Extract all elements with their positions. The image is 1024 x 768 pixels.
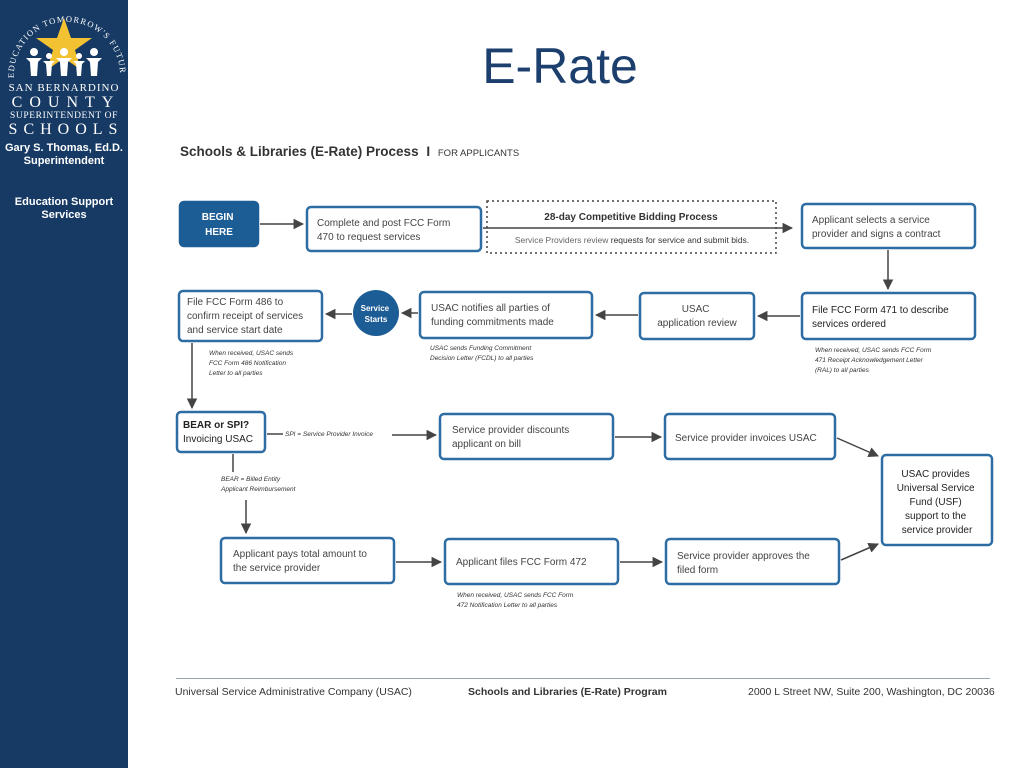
form-470-box: [305, 205, 483, 253]
form-486-box: [177, 289, 324, 343]
department-name-line-1: Education Support: [14, 196, 114, 208]
form-486-label: File FCC Form 486 to confirm receipt of …: [187, 297, 306, 336]
begin-here-label: BEGIN HERE: [202, 212, 236, 238]
service-starts-circle: [353, 290, 399, 336]
applicant-pays-label: Applicant pays total amount to the servi…: [233, 549, 370, 574]
footer-divider: [176, 678, 990, 679]
people-icon: [26, 48, 102, 76]
funding-note: USAC sends Funding Commitment Decision L…: [430, 345, 534, 362]
spi-label: SPI = Service Provider Invoice: [285, 431, 373, 438]
superintendent-name: Gary S. Thomas, Ed.D.: [5, 142, 123, 154]
form-471-label: File FCC Form 471 to describe services o…: [812, 305, 952, 330]
arrow-approves-to-usf: [840, 542, 879, 561]
bidding-process-title: 28-day Competitive Bidding Process: [544, 212, 718, 223]
funding-notice-box: [418, 290, 594, 340]
provider-approves-label: Service provider approves the filed form: [677, 551, 813, 576]
select-provider-box: [800, 202, 977, 250]
page-title: E-Rate: [482, 38, 638, 94]
provider-invoices-box: [663, 412, 837, 461]
bear-spi-box: [175, 410, 267, 454]
org-name-line-1: SAN BERNARDINO: [8, 82, 120, 94]
usf-support-box: [880, 453, 994, 547]
arrow-invoices-to-usf: [836, 437, 879, 458]
footer-address: 2000 L Street NW, Suite 200, Washington,…: [748, 686, 995, 698]
footer-organization: Universal Service Administrative Company…: [175, 686, 412, 698]
superintendent-title: Superintendent: [23, 155, 105, 167]
provider-discounts-label: Service provider discounts applicant on …: [452, 425, 572, 450]
form-472-box: [443, 537, 620, 586]
provider-invoices-label: Service provider invoices USAC: [675, 433, 817, 444]
funding-notice-label: USAC notifies all parties of funding com…: [431, 303, 554, 328]
county-seal-logo: EDUCATION TOMORROW'S FUTURE: [0, 0, 127, 78]
form-471-note: When received, USAC sends FCC Form 471 R…: [815, 347, 933, 374]
star-icon: [36, 18, 92, 70]
applicant-pays-box: [219, 536, 396, 585]
app-review-box: [638, 291, 756, 341]
provider-approves-box: [664, 537, 841, 586]
form-472-note: When received, USAC sends FCC Form 472 N…: [457, 592, 575, 609]
footer-program: Schools and Libraries (E-Rate) Program: [468, 686, 667, 698]
department-name-line-2: Services: [41, 209, 87, 221]
form-486-note: When received, USAC sends FCC Form 486 N…: [209, 350, 295, 377]
form-470-label: Complete and post FCC Form 470 to reques…: [317, 218, 453, 243]
bear-spi-label: BEAR or SPI? Invoicing USAC: [183, 420, 253, 445]
app-review-label: USAC application review: [657, 304, 737, 329]
usf-support-label: USAC provides Universal Service Fund (US…: [897, 469, 978, 536]
org-name-line-2: COUNTY: [11, 94, 121, 111]
sidebar: EDUCATION TOMORROW'S FUTURE SAN BERNARDI…: [0, 0, 128, 768]
form-472-label: Applicant files FCC Form 472: [456, 557, 587, 568]
begin-here-box: [178, 200, 260, 248]
erate-process-flowchart: Schools & Libraries (E-Rate) Process I F…: [175, 144, 994, 609]
bear-label: BEAR = Billed Entity Applicant Reimburse…: [220, 476, 297, 493]
form-471-box: [800, 291, 977, 341]
select-provider-label: Applicant selects a service provider and…: [812, 215, 941, 240]
org-name-line-3: SUPERINTENDENT OF: [10, 111, 118, 121]
bidding-process-region: [486, 200, 777, 254]
org-name-line-4: SCHOOLS: [8, 121, 124, 138]
diagram-heading: Schools & Libraries (E-Rate) Process I F…: [180, 144, 519, 159]
service-starts-label: Service Starts: [361, 304, 392, 324]
provider-discounts-box: [438, 412, 615, 461]
bidding-process-text: Service Providers review requests for se…: [515, 235, 749, 245]
